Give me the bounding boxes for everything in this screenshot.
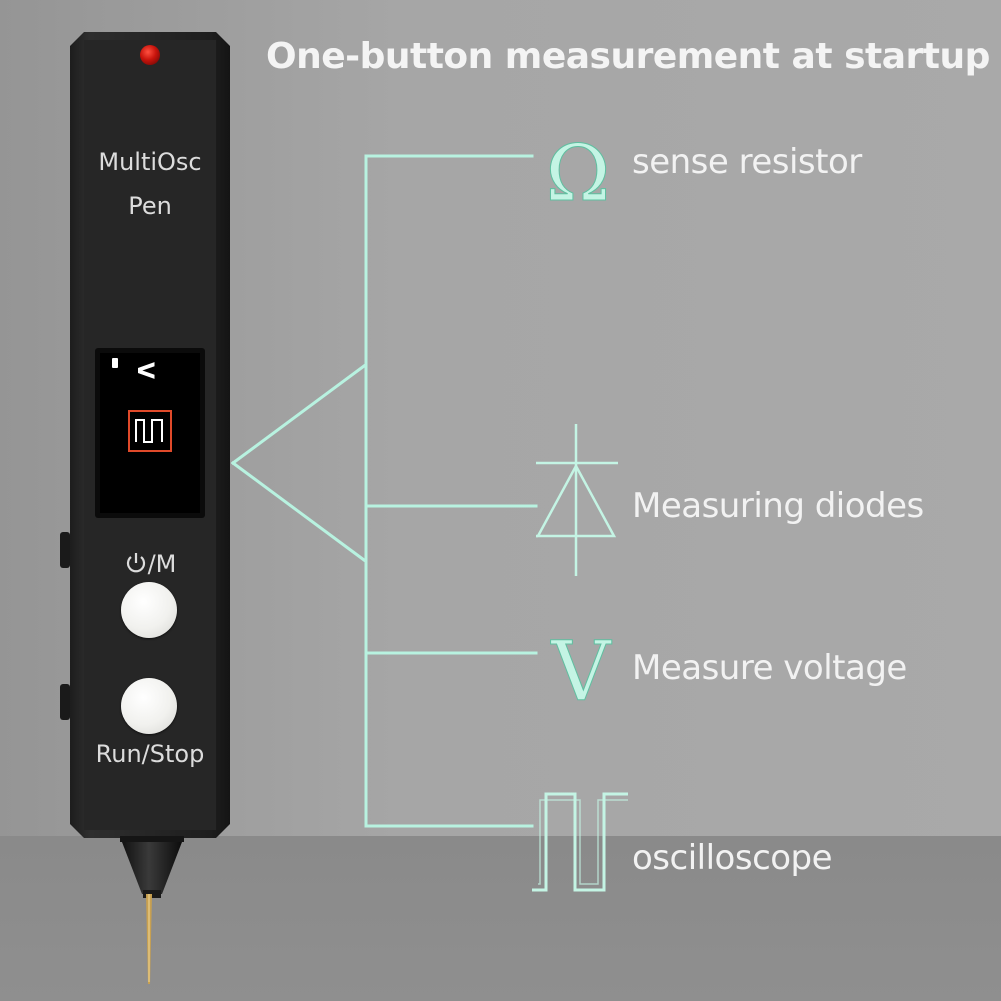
omega-icon: Ω — [546, 129, 611, 219]
power-icon — [126, 553, 145, 573]
side-switch-upper — [60, 532, 70, 568]
feature-label-diode: Measuring diodes — [632, 486, 924, 526]
status-led — [140, 45, 160, 65]
power-mode-button[interactable] — [121, 582, 177, 638]
screen-battery-icon — [112, 358, 118, 368]
brand-line-1: MultiOsc — [98, 148, 202, 176]
feature-label-oscilloscope: oscilloscope — [632, 838, 833, 878]
screen-mode-text: V — [132, 361, 158, 380]
feature-label-voltage: Measure voltage — [632, 648, 907, 688]
probe-tip — [146, 894, 152, 984]
side-switch-lower — [60, 684, 70, 720]
oled-screen — [100, 353, 200, 513]
headline: One-button measurement at startup — [266, 36, 990, 77]
run-stop-label: Run/Stop — [95, 740, 205, 768]
voltage-v-icon: V — [550, 625, 612, 720]
run-stop-button[interactable] — [121, 678, 177, 734]
screen-wave-icon — [135, 419, 163, 443]
screen-mode-box — [128, 410, 172, 452]
brand-line-2: Pen — [128, 192, 172, 220]
square-wave-icon — [532, 792, 628, 892]
connector-fan-lower — [230, 460, 367, 563]
diode-icon — [535, 424, 618, 576]
power-mode-text: /M — [147, 550, 177, 578]
probe-nozzle — [120, 836, 184, 898]
connector-fan-upper — [230, 363, 367, 466]
feature-label-resistor: sense resistor — [632, 142, 862, 182]
power-mode-label: /M — [84, 550, 216, 578]
